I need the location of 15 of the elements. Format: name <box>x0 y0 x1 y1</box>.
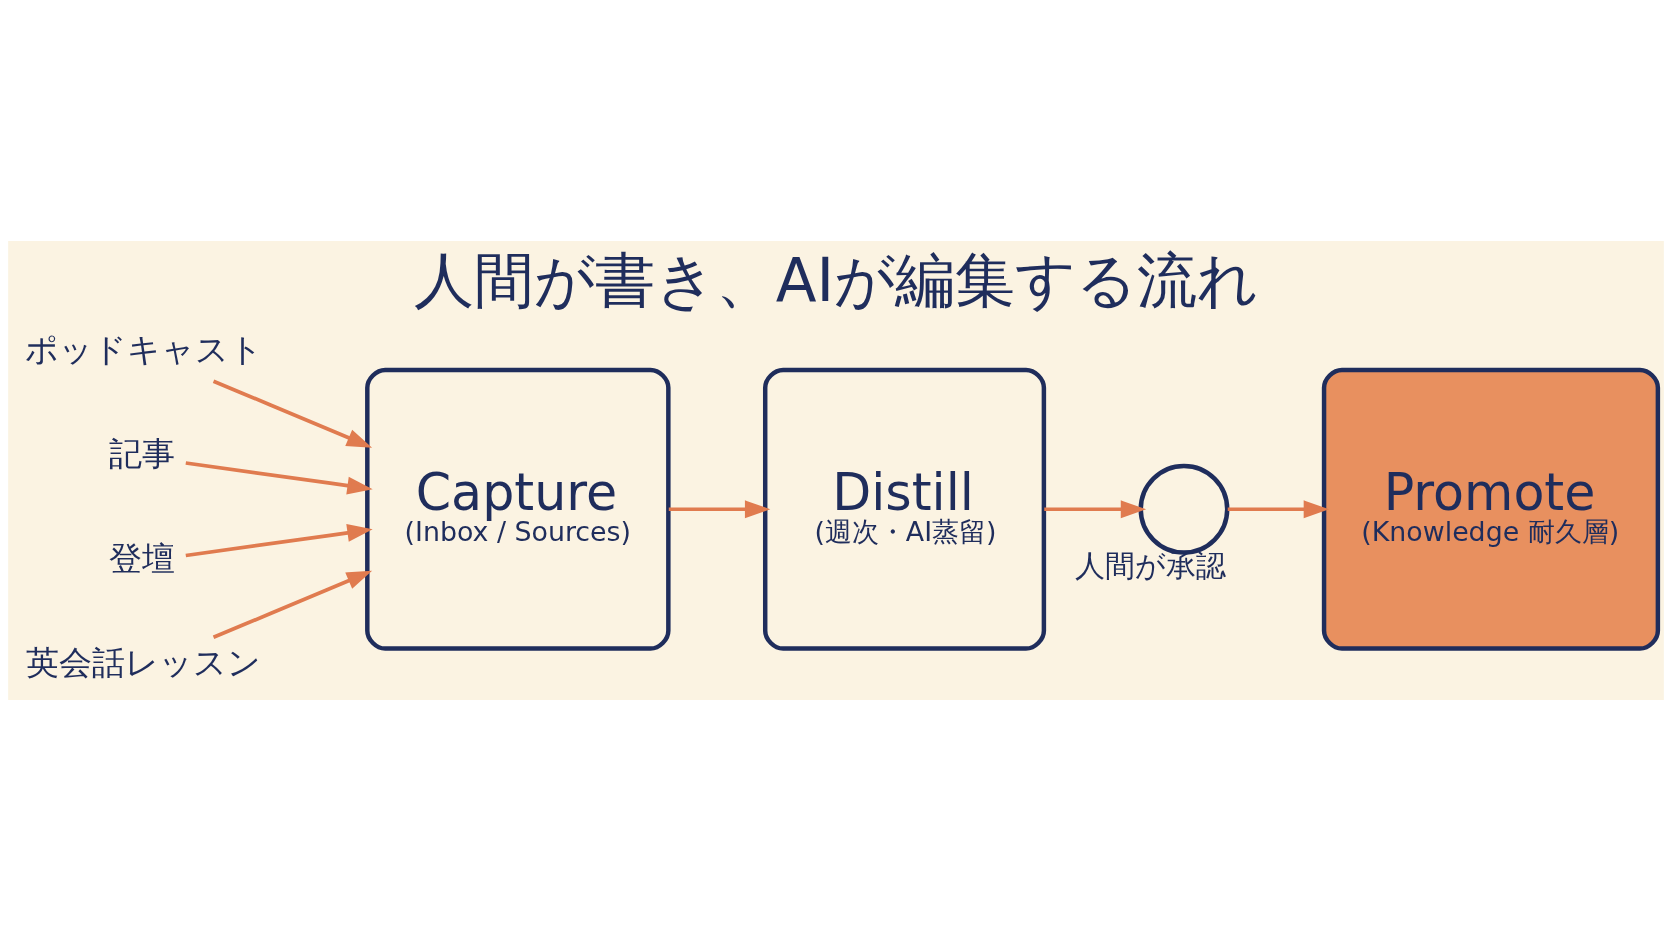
node-text: 登壇 <box>109 539 176 578</box>
arrow <box>1044 500 1147 519</box>
arrow <box>185 524 373 558</box>
node-text: 英会話レッスン <box>26 644 262 683</box>
arrow <box>212 570 373 639</box>
arrow <box>1227 500 1330 519</box>
node-box: Promote (Knowledge 耐久層) <box>1321 367 1661 651</box>
diagram-title: 人間が書き、AIが編集する流れ <box>413 245 1259 315</box>
arrow <box>212 379 373 448</box>
node-box: Capture (Inbox / Sources) <box>365 367 671 651</box>
arrow <box>668 500 771 519</box>
arrow <box>185 461 373 495</box>
node-text: ポッドキャスト <box>24 331 263 370</box>
node-box: Distill (週次・AI蒸留) <box>762 367 1047 651</box>
node-text: 記事 <box>109 435 176 474</box>
